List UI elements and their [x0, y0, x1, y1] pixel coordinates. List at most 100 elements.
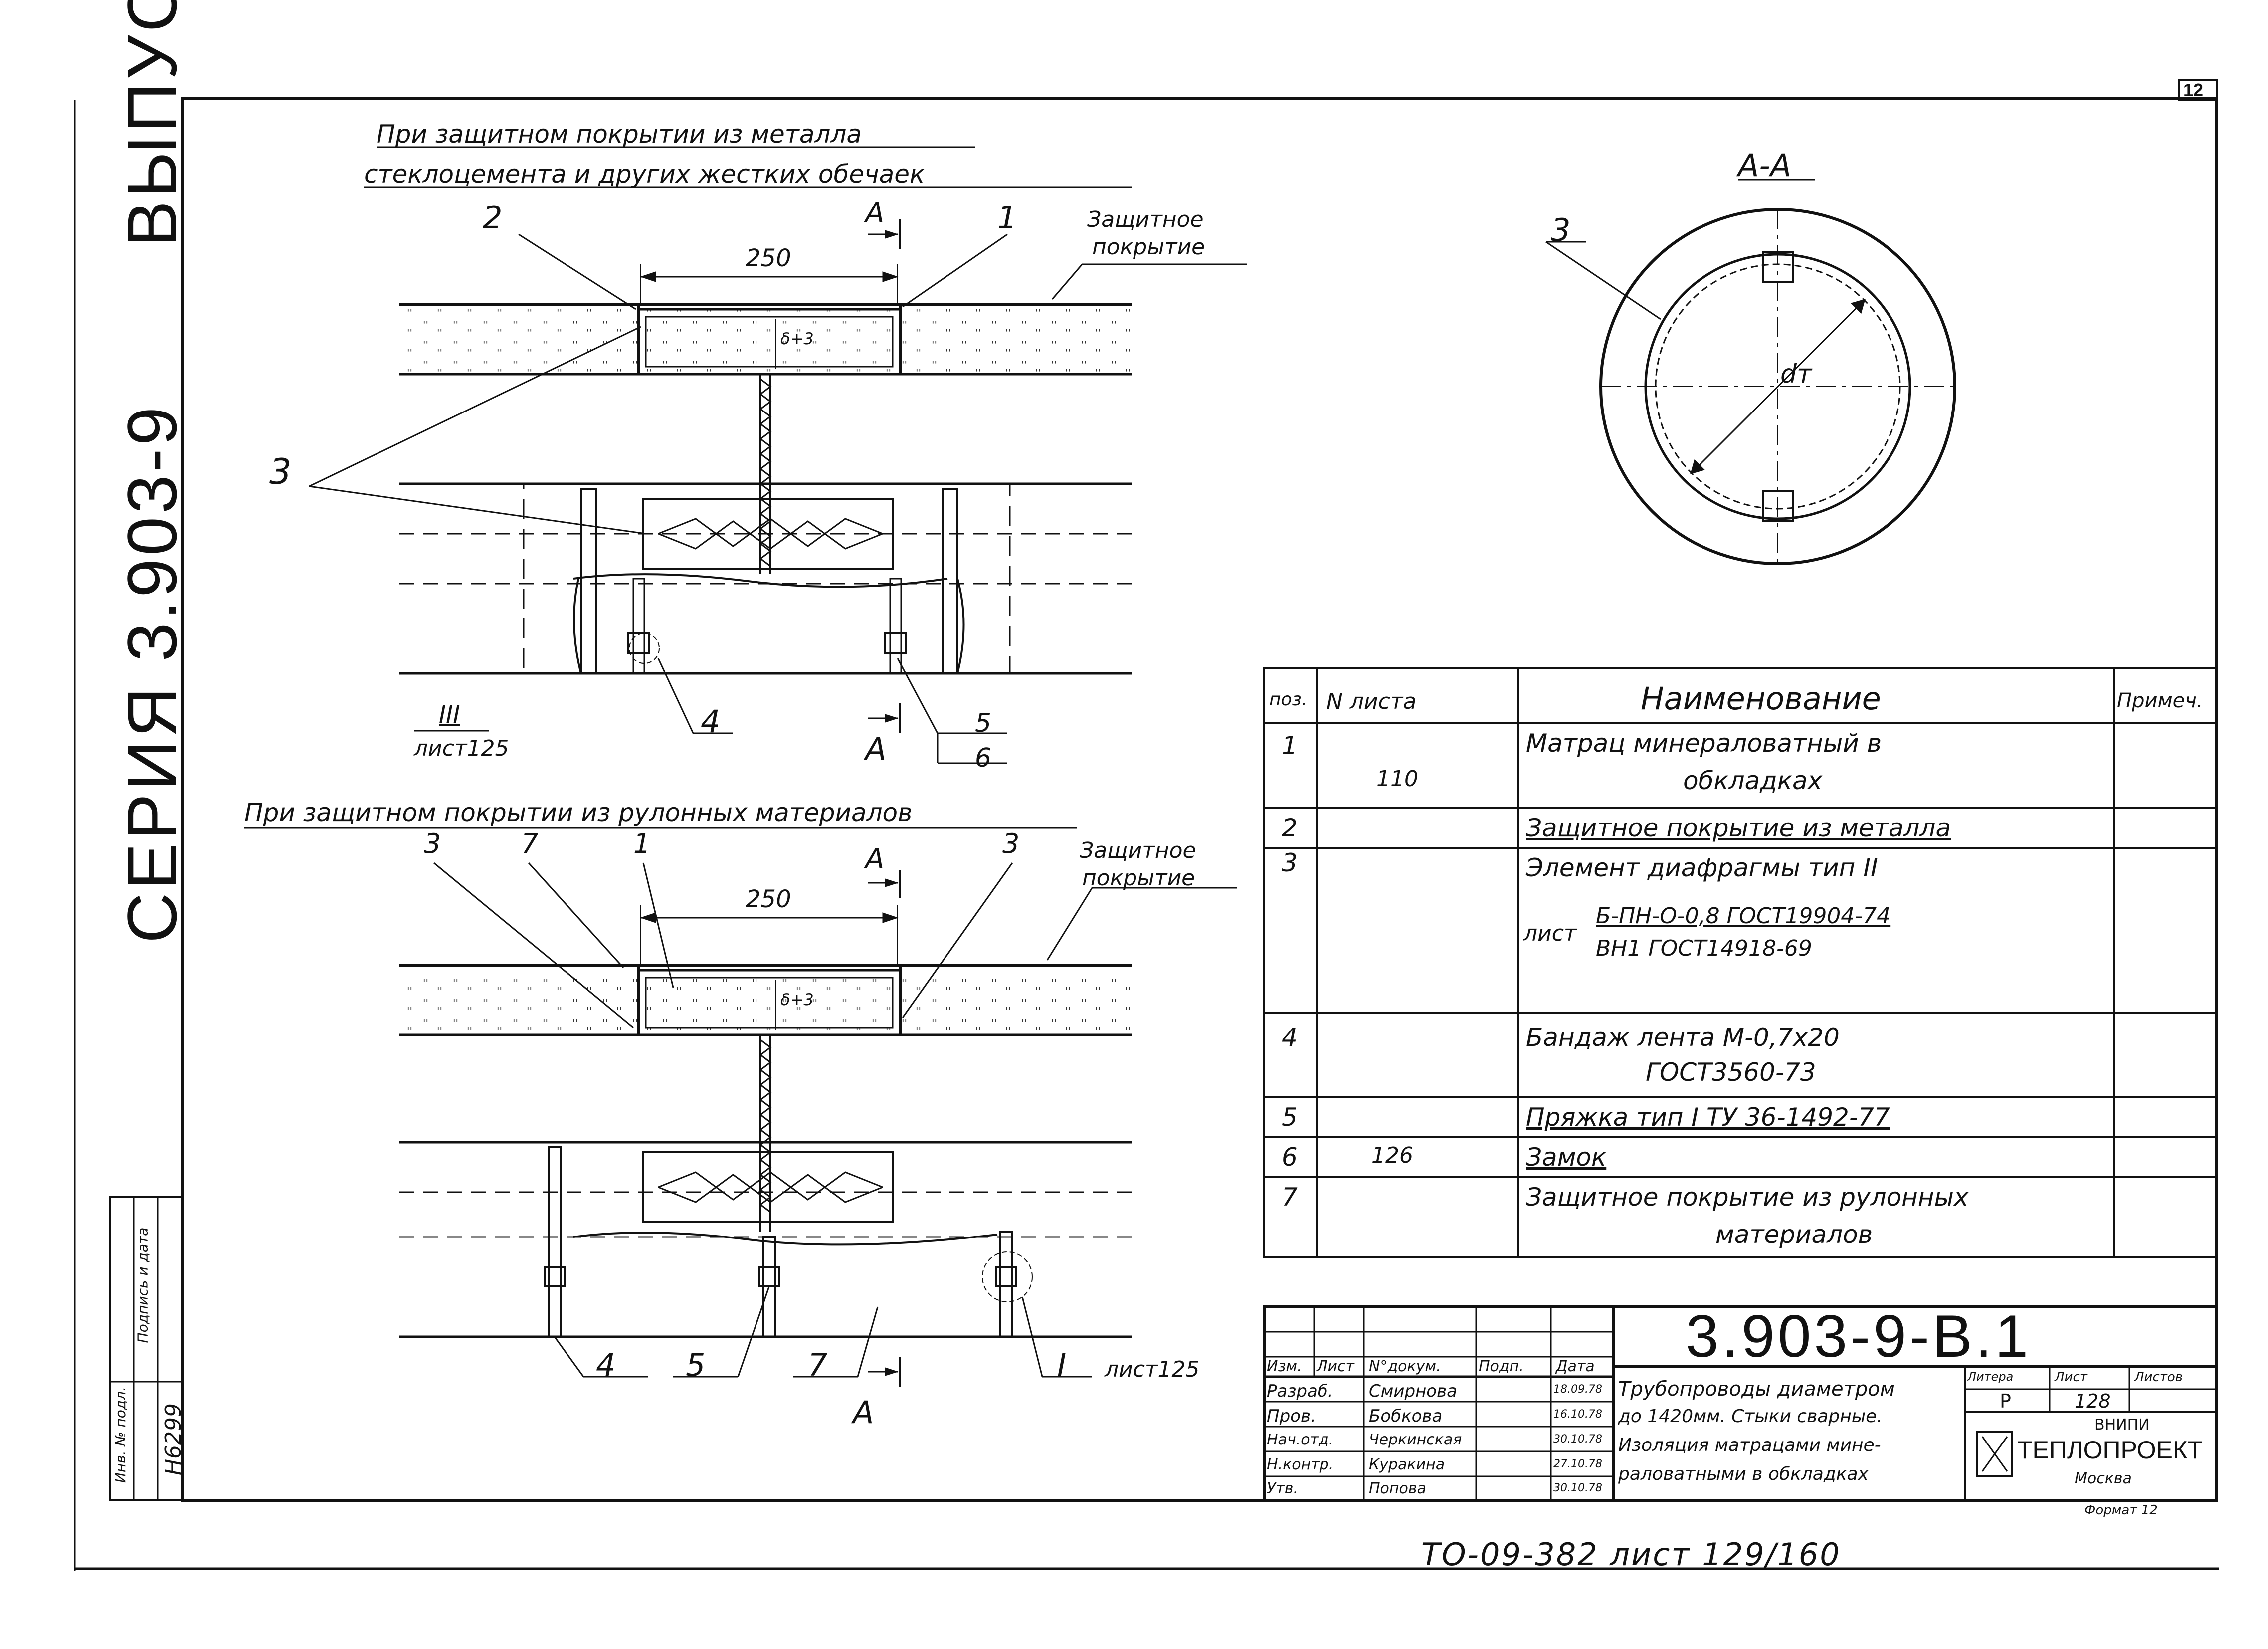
spec-row-1-name-2: обкладках	[1683, 766, 1823, 795]
top-ref-numeral: III	[439, 701, 460, 729]
bottom-cover-label-2: покрытие	[1082, 865, 1195, 891]
bottom-dim-250: 250	[746, 885, 791, 913]
doc-code: 3.903-9-В.1	[1686, 1303, 2032, 1370]
tb-org-3: Москва	[2075, 1470, 2132, 1487]
top-callout-6: 6	[975, 743, 992, 773]
bottom-ref-sheet: лист125	[1105, 1357, 1200, 1382]
top-detail-geometry	[309, 146, 1247, 764]
bottom-callout-5: 5	[686, 1347, 706, 1383]
sheet-number: 12	[2183, 80, 2204, 100]
spec-row-3-name-3: ВН1 ГОСТ14918-69	[1596, 936, 1812, 961]
top-title-line1: При защитном покрытии из металла	[377, 120, 862, 149]
tb-date-3: 30.10.78	[1553, 1433, 1602, 1445]
tb-name-5: Попова	[1369, 1480, 1426, 1497]
stamp-sign-label: Подпись и дата	[134, 1227, 151, 1343]
bottom-callout-3b: 3	[1002, 828, 1020, 859]
tb-name-3: Черкинская	[1369, 1431, 1462, 1448]
spec-row-6-name-1: Замок	[1526, 1143, 1607, 1172]
spec-row-4-pos: 4	[1282, 1023, 1298, 1052]
top-callout-3: 3	[269, 451, 292, 492]
spec-header-note: Примеч.	[2117, 689, 2203, 712]
tb-date-4: 27.10.78	[1553, 1458, 1602, 1470]
tb-name-4: Куракина	[1369, 1456, 1445, 1473]
bottom-detail-geometry	[244, 827, 1237, 1387]
tb-sheets-label: Листов	[2134, 1370, 2183, 1385]
spec-row-5-pos: 5	[1282, 1103, 1298, 1132]
top-section-mark-bottom: А	[865, 731, 887, 767]
stamp-inv-value: Н6299	[161, 1403, 187, 1476]
tb-header-sign: Подп.	[1479, 1358, 1524, 1375]
spec-row-4-name-1: Бандаж лента М-0,7х20	[1526, 1023, 1840, 1052]
top-dim-250: 250	[746, 244, 791, 272]
spec-row-5-name-1: Пряжка тип I ТУ 36-1492-77	[1526, 1103, 1890, 1132]
tb-org-2: ТЕПЛОПРОЕКТ	[2017, 1436, 2203, 1464]
tb-header-doc: N°докум.	[1369, 1358, 1441, 1375]
tb-desc-2: до 1420мм. Стыки сварные.	[1618, 1406, 1883, 1427]
tb-role-4: Н.контр.	[1267, 1456, 1334, 1473]
tb-format: Формат 12	[2084, 1503, 2158, 1518]
top-dim-thickness: δ+3	[780, 329, 814, 348]
bottom-section-mark-top: А	[865, 843, 885, 875]
series-text: СЕРИЯ 3.903-9	[113, 404, 191, 943]
issue-text: ВЫПУСК 1	[113, 0, 191, 247]
tb-header-list: Лист	[1317, 1358, 1355, 1375]
stamp-inv-label: Инв. № подл.	[112, 1386, 129, 1483]
spec-row-7-name-1: Защитное покрытие из рулонных	[1526, 1183, 1969, 1212]
tb-role-3: Нач.отд.	[1267, 1431, 1334, 1448]
bottom-dim-thickness: δ+3	[780, 990, 814, 1009]
spec-row-2-name-1: Защитное покрытие из металла	[1526, 814, 1951, 842]
spec-row-7-name-2: материалов	[1715, 1220, 1873, 1249]
spec-row-1-sheet: 110	[1376, 766, 1418, 792]
sheet-number-box	[2178, 79, 2218, 101]
spec-row-6-sheet: 126	[1371, 1143, 1413, 1168]
spec-header-pos: поз.	[1269, 689, 1308, 710]
bottom-title: При защитном покрытии из рулонных матери…	[244, 798, 913, 827]
tb-stage-label: Литера	[1967, 1370, 2014, 1384]
bottom-callout-7a: 7	[521, 828, 539, 859]
spec-row-2-pos: 2	[1282, 814, 1298, 842]
spec-row-1-pos: 1	[1282, 731, 1298, 760]
tb-role-2: Пров.	[1267, 1406, 1316, 1426]
footer-text: ТО-09-382 лист 129/160	[1421, 1536, 1841, 1573]
section-callout-3: 3	[1551, 212, 1571, 248]
tb-date-1: 18.09.78	[1553, 1383, 1602, 1396]
tb-stage: Р	[2000, 1390, 2011, 1412]
org-logo-icon	[1976, 1431, 2013, 1477]
tb-role-1: Разраб.	[1267, 1381, 1333, 1401]
spec-row-7-pos: 7	[1282, 1183, 1298, 1212]
tb-header-date: Дата	[1556, 1358, 1595, 1375]
tb-desc-4: раловатными в обкладках	[1618, 1464, 1869, 1484]
top-title-line2: стеклоцемента и других жестких обечаек	[364, 160, 925, 189]
spec-row-3-name-1: Элемент диафрагмы тип II	[1526, 853, 1878, 882]
bottom-cover-label-1: Защитное	[1080, 838, 1196, 863]
tb-sheet-label: Лист	[2055, 1370, 2087, 1385]
series-label: СЕРИЯ 3.903-9 ВЫПУСК 1	[112, 0, 192, 943]
title-block-grid	[1263, 1305, 2218, 1502]
bottom-callout-7b: 7	[808, 1347, 828, 1383]
tb-desc-3: Изоляция матрацами мине-	[1618, 1435, 1881, 1455]
tb-org-1: ВНИПИ	[2094, 1416, 2150, 1434]
spec-row-3-name-2: Б-ПН-О-0,8 ГОСТ19904-74	[1596, 903, 1891, 929]
top-cover-label-2: покрытие	[1092, 234, 1205, 260]
spec-row-3-pos: 3	[1282, 848, 1298, 877]
tb-date-2: 16.10.78	[1553, 1408, 1602, 1421]
spec-row-1-name-1: Матрац минераловатный в	[1526, 729, 1882, 758]
spec-row-3-prefix: лист	[1523, 921, 1577, 946]
stamp-strip	[109, 1196, 183, 1501]
tb-date-5: 30.10.78	[1553, 1482, 1602, 1494]
tb-name-1: Смирнова	[1369, 1381, 1457, 1401]
top-ref-sheet: лист125	[414, 736, 509, 761]
tb-role-5: Утв.	[1267, 1480, 1298, 1497]
bottom-section-mark-bottom: А	[853, 1394, 874, 1431]
top-callout-2: 2	[483, 200, 503, 236]
top-callout-5: 5	[975, 708, 992, 738]
tb-desc-1: Трубопроводы диаметром	[1618, 1378, 1895, 1401]
spec-header-name: Наименование	[1641, 680, 1881, 717]
section-a-a-geometry	[1545, 179, 1956, 565]
tb-sheet: 128	[2075, 1390, 2111, 1412]
spec-row-6-pos: 6	[1282, 1143, 1298, 1172]
section-title: А-А	[1738, 147, 1792, 184]
tb-name-2: Бобкова	[1369, 1406, 1443, 1426]
spec-header-sheet: N листа	[1326, 689, 1417, 714]
